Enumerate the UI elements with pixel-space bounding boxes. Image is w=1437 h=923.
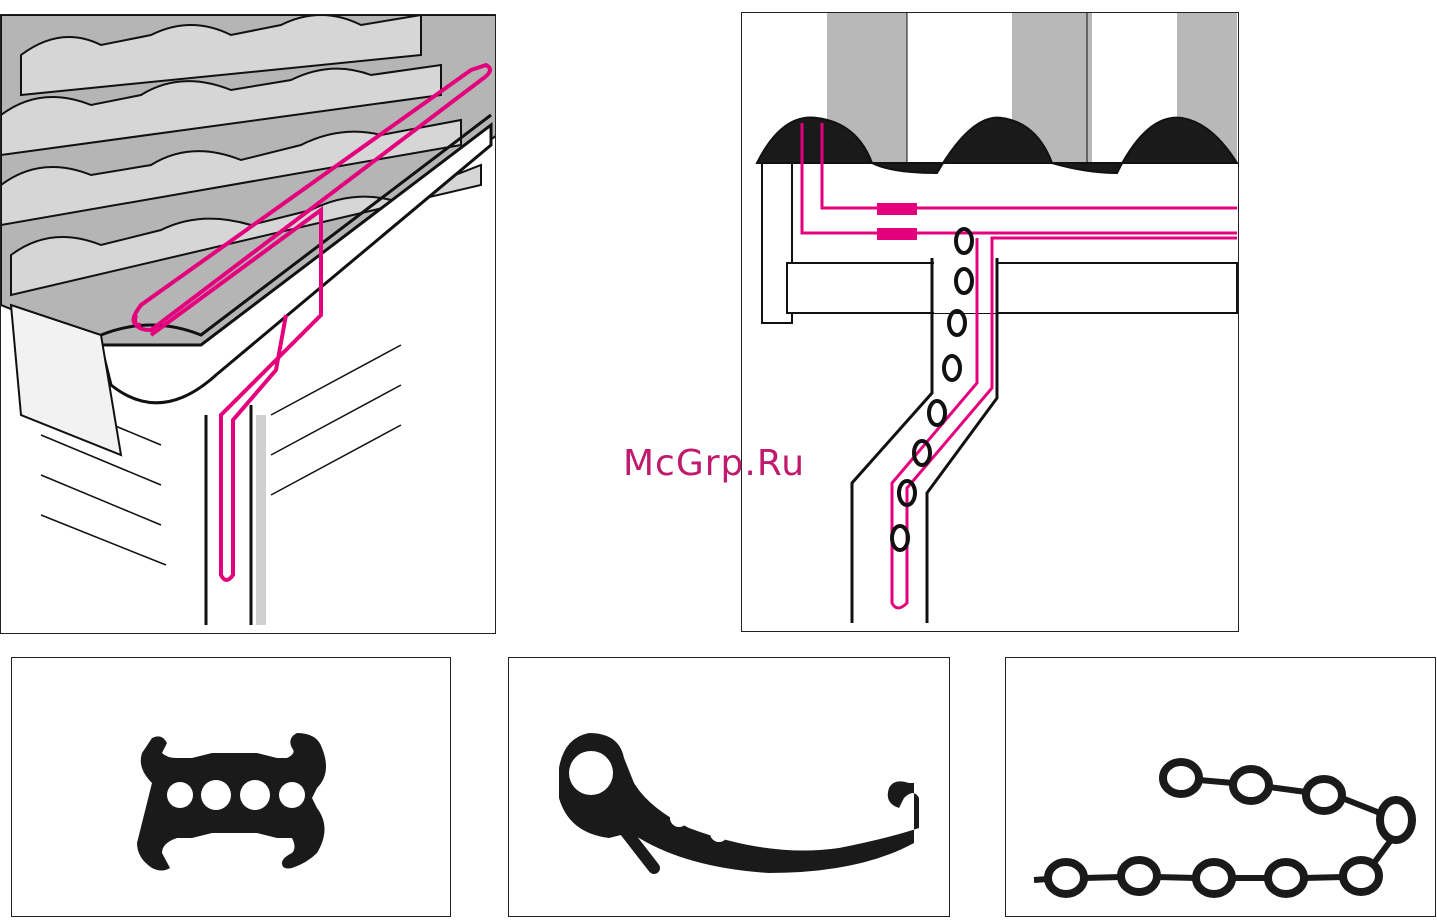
holder-strip-icon — [509, 658, 950, 917]
downpipe-chain-panel — [741, 12, 1239, 632]
chain-panel — [1005, 657, 1436, 917]
spacer-clip-panel — [11, 657, 451, 917]
chain-icon — [1006, 658, 1436, 917]
spacer-clip-icon — [12, 658, 451, 917]
corrugated-roof-downpipe-chain-cable-icon — [742, 13, 1239, 632]
tiled-roof-gutter-downpipe-cable-icon — [1, 15, 496, 634]
holder-strip-panel — [508, 657, 950, 917]
gutter-roof-panel — [0, 14, 496, 634]
watermark-text: McGrp.Ru — [623, 443, 805, 484]
